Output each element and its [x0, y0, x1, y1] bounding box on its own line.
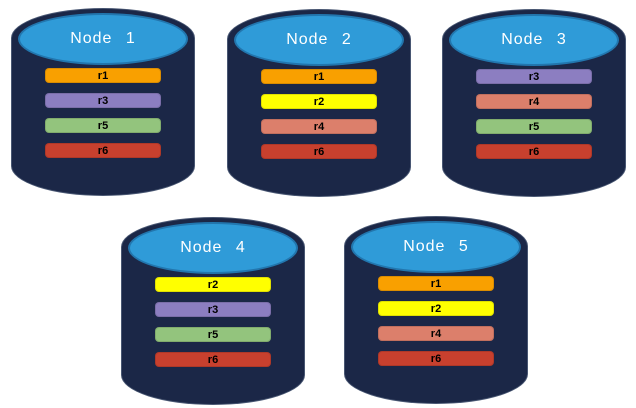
replica-bar: r2 — [261, 94, 377, 109]
replica-bar: r6 — [261, 144, 377, 159]
replica-bar: r6 — [45, 143, 161, 158]
replica-bar: r5 — [45, 118, 161, 133]
replica-bar: r1 — [45, 68, 161, 83]
replica-bar: r5 — [155, 327, 271, 342]
replica-bar: r6 — [155, 352, 271, 367]
cylinder-top: Node 1 — [18, 13, 188, 65]
database-node-4: Node 4 r2 r3 r5 r6 — [121, 217, 305, 405]
node-title: Node 3 — [501, 31, 567, 48]
replica-bar: r2 — [378, 301, 494, 316]
database-node-3: Node 3 r3 r4 r5 r6 — [442, 9, 626, 197]
node-title: Node 4 — [180, 239, 246, 256]
database-node-1: Node 1 r1 r3 r5 r6 — [11, 8, 195, 196]
replica-list: r1 r3 r5 r6 — [11, 68, 195, 158]
replica-bar: r1 — [378, 276, 494, 291]
database-node-2: Node 2 r1 r2 r4 r6 — [227, 9, 411, 197]
replica-bar: r4 — [261, 119, 377, 134]
replica-bar: r3 — [476, 69, 592, 84]
replica-bar: r3 — [45, 93, 161, 108]
replica-list: r3 r4 r5 r6 — [442, 69, 626, 159]
replica-bar: r1 — [261, 69, 377, 84]
replica-list: r1 r2 r4 r6 — [344, 276, 528, 366]
cylinder-top: Node 3 — [449, 14, 619, 66]
cylinder-top: Node 2 — [234, 14, 404, 66]
replica-bar: r5 — [476, 119, 592, 134]
database-node-5: Node 5 r1 r2 r4 r6 — [344, 216, 528, 404]
cylinder-top: Node 5 — [351, 221, 521, 273]
node-title: Node 1 — [70, 30, 136, 47]
replica-bar: r6 — [476, 144, 592, 159]
replica-list: r1 r2 r4 r6 — [227, 69, 411, 159]
node-title: Node 5 — [403, 238, 469, 255]
replica-bar: r6 — [378, 351, 494, 366]
replica-bar: r4 — [378, 326, 494, 341]
replica-bar: r3 — [155, 302, 271, 317]
cylinder-top: Node 4 — [128, 222, 298, 274]
replica-bar: r2 — [155, 277, 271, 292]
node-title: Node 2 — [286, 31, 352, 48]
replica-list: r2 r3 r5 r6 — [121, 277, 305, 367]
replica-bar: r4 — [476, 94, 592, 109]
